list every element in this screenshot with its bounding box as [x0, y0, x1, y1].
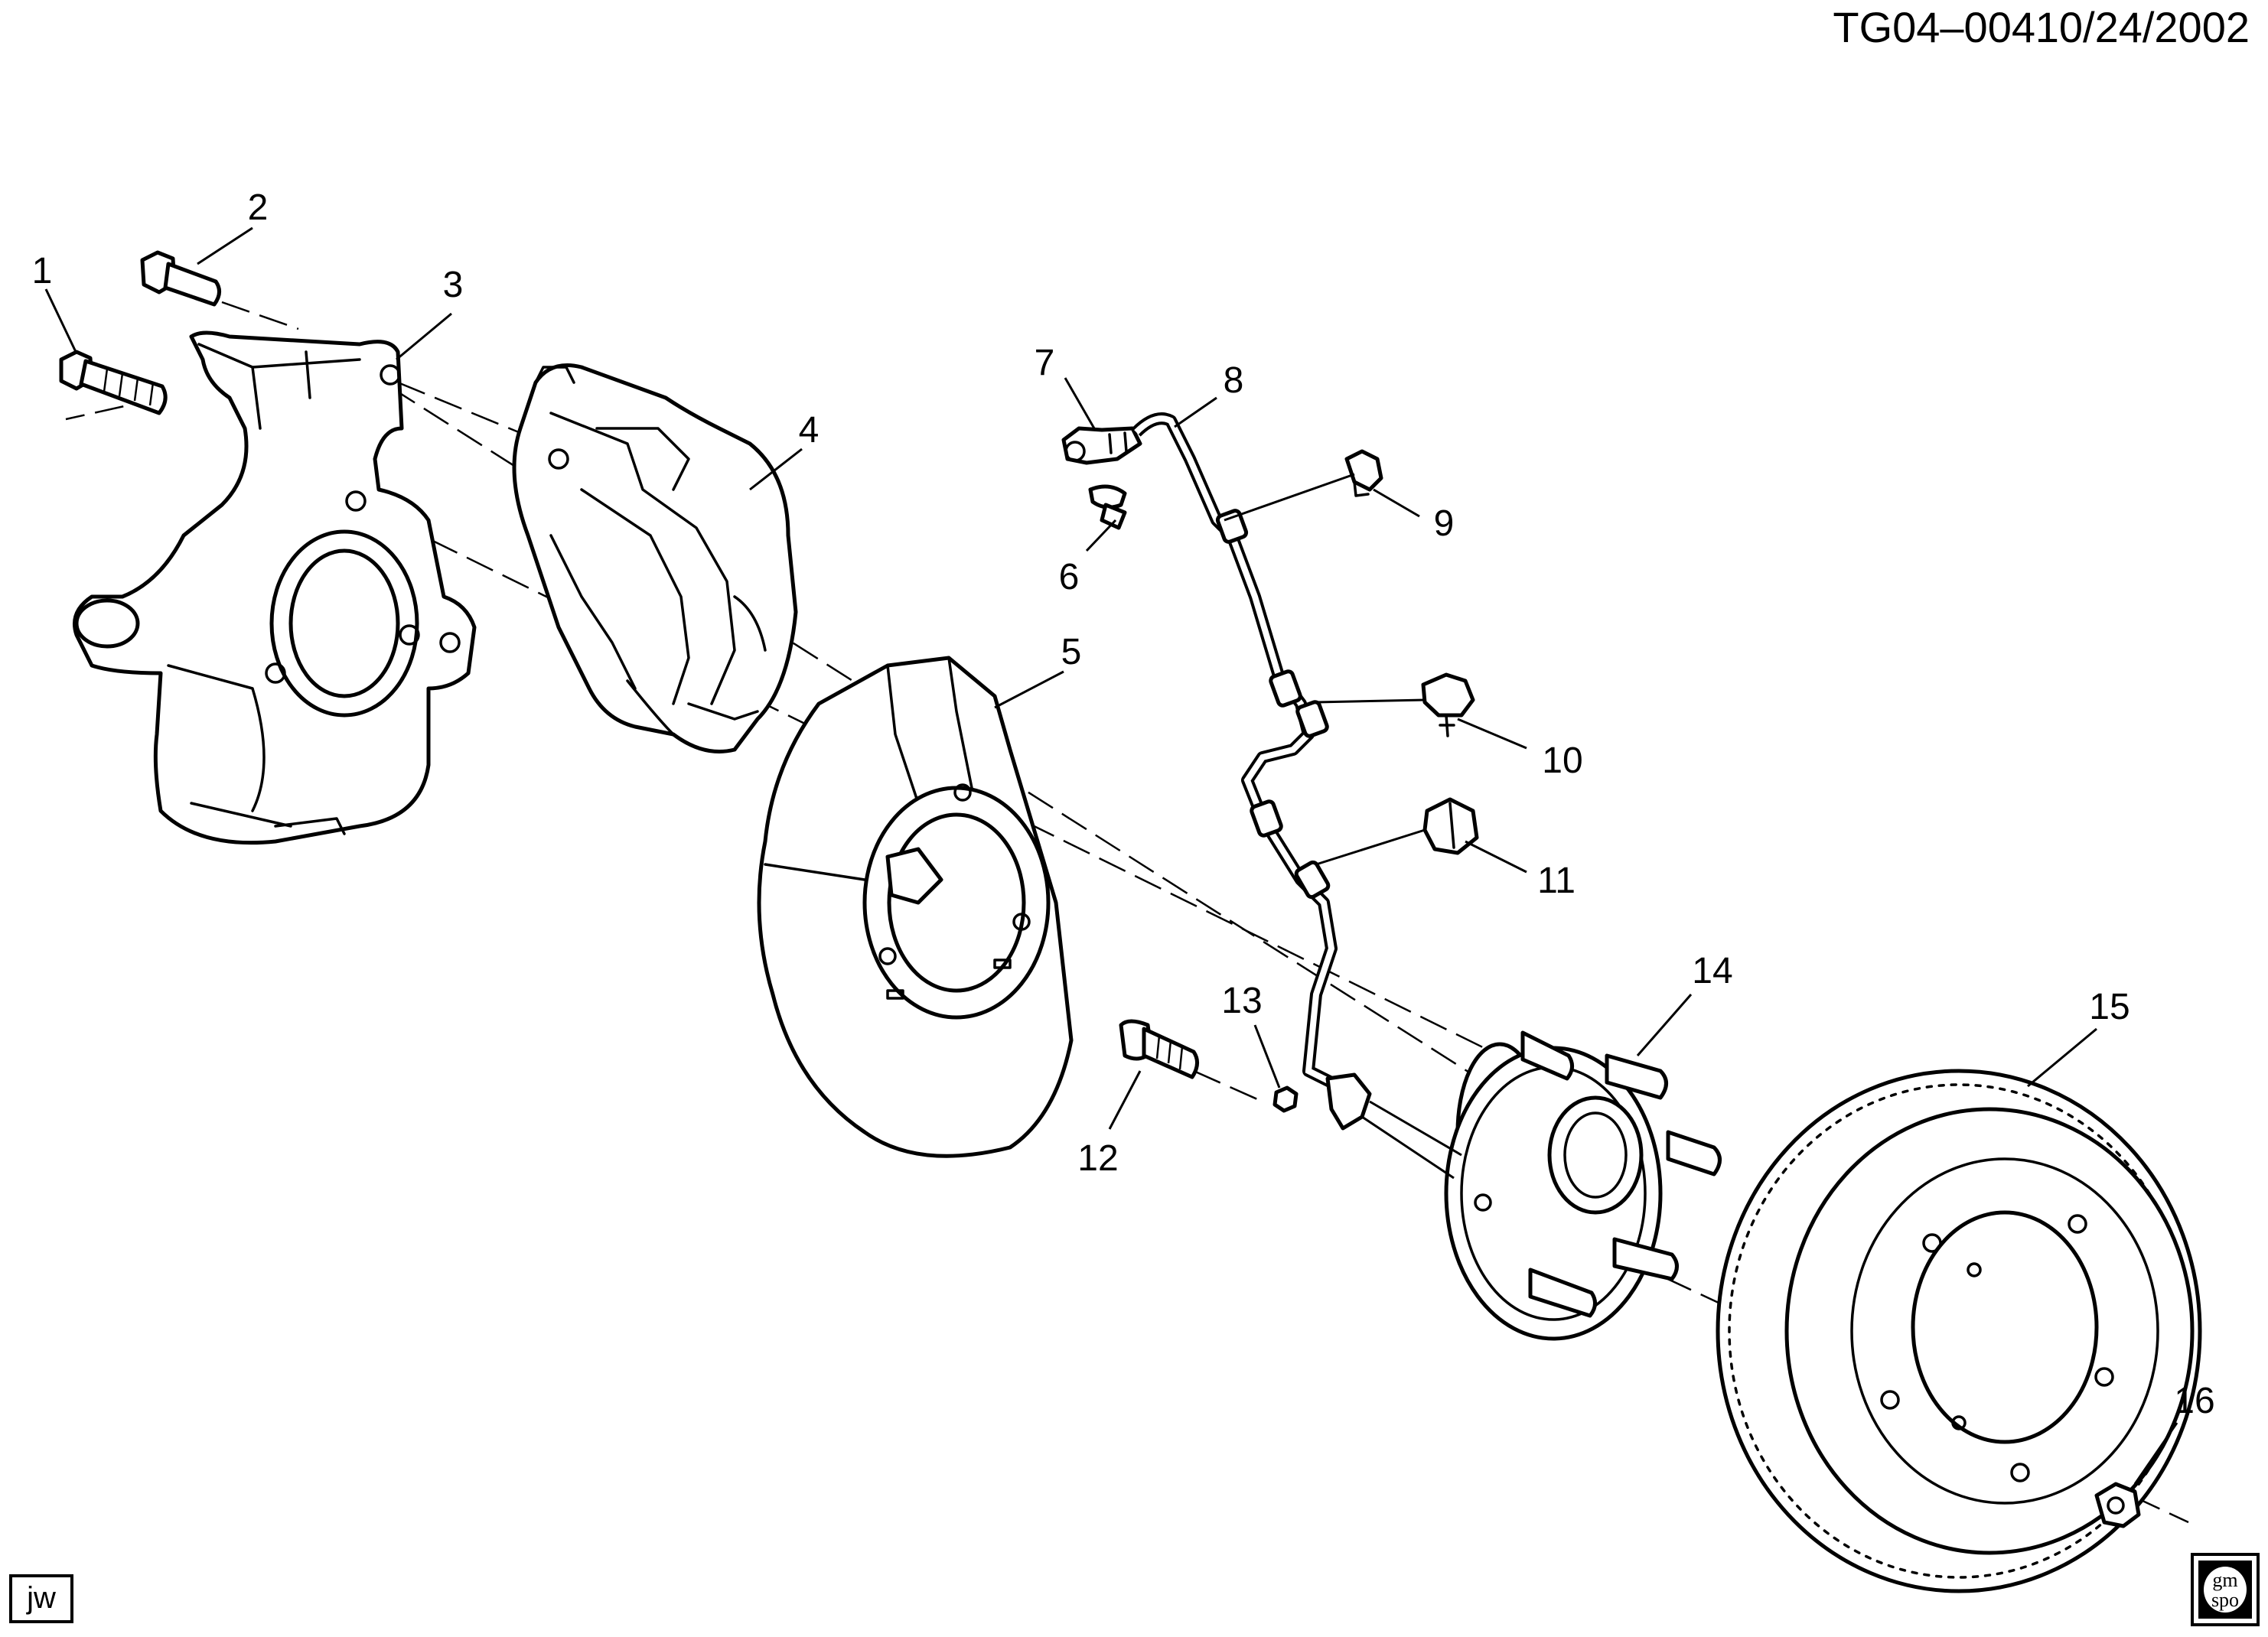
nut-part-13: [1272, 1085, 1299, 1113]
callout-4: 4: [799, 410, 820, 451]
callout-8: 8: [1224, 360, 1244, 401]
splash-shield-part-5: [757, 656, 1074, 1158]
callout-numbers: 1 2 3 4 5 6 7 8 9 10 11 12 13 14 15 16: [32, 187, 2215, 1421]
diagram-code: TG04–004: [1833, 3, 2035, 51]
connector-part-7: [1061, 426, 1142, 465]
callout-3: 3: [443, 265, 464, 305]
callout-7: 7: [1035, 343, 1055, 383]
clip-part-9: [1344, 449, 1383, 497]
callout-12: 12: [1077, 1138, 1118, 1179]
logo-text-spo: spo: [2211, 1589, 2239, 1611]
callout-10: 10: [1542, 740, 1582, 781]
callout-9: 9: [1434, 503, 1455, 544]
diagram-date: 10/24/2002: [2035, 3, 2250, 51]
nut-part-16: [2094, 1482, 2141, 1528]
brake-rotor-part-15: [1716, 1069, 2202, 1593]
callout-6: 6: [1059, 557, 1080, 597]
clip-part-6: [1088, 484, 1127, 530]
gm-spo-logo: gm spo: [2191, 1553, 2260, 1626]
retainer-part-10: [1421, 672, 1475, 737]
callout-leaders: [44, 226, 2178, 1485]
callout-14: 14: [1692, 951, 1732, 991]
callout-13: 13: [1221, 981, 1262, 1021]
artist-initials: jw: [26, 1581, 56, 1615]
wheel-speed-sensor-harness-part-8: [1132, 412, 1372, 1131]
logo-text-gm: gm: [2212, 1569, 2237, 1591]
steering-knuckle-part-3: [73, 330, 477, 845]
callout-2: 2: [248, 187, 269, 228]
callout-5: 5: [1061, 632, 1082, 672]
callout-15: 15: [2089, 987, 2130, 1027]
callout-11: 11: [1537, 861, 1576, 901]
bolt-part-2: [140, 250, 221, 307]
wheel-stud-part-12: [1119, 1019, 1199, 1079]
bolt-part-1: [59, 350, 168, 415]
artist-initials-box: jw: [9, 1574, 73, 1623]
wheel-hub-bearing-part-14: [1444, 1030, 1722, 1341]
brake-caliper-part-4: [512, 363, 798, 753]
grommet-part-11: [1422, 797, 1479, 855]
callout-16: 16: [2174, 1381, 2214, 1421]
callout-1: 1: [32, 251, 53, 291]
